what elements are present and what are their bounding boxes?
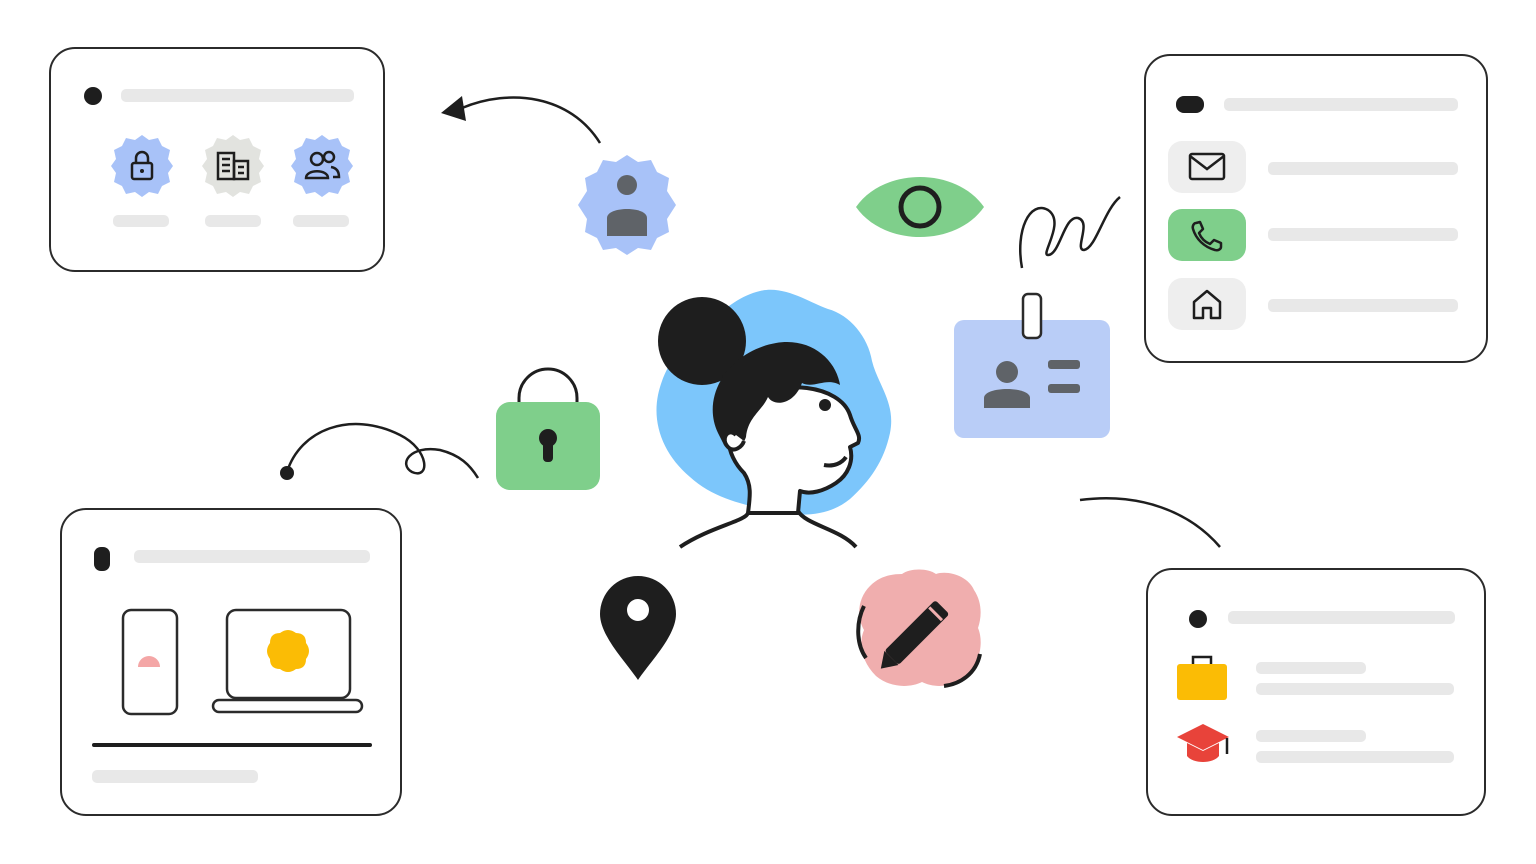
mail-tile (1168, 141, 1246, 193)
id-badge-icon (954, 292, 1110, 438)
person-badge-icon (578, 155, 676, 255)
avatar-shoulders (678, 509, 858, 549)
home-row-bar (1268, 299, 1458, 312)
cap-row-bar-1 (1256, 730, 1366, 742)
laptop-screen-shape (267, 630, 309, 672)
avatar-hair-bun (658, 297, 746, 385)
building-badge-label-bar (205, 215, 261, 227)
people-badge-label-bar (293, 215, 349, 227)
people-badge (291, 135, 353, 197)
card-divider-line (92, 743, 372, 747)
card-header-dot (1189, 610, 1207, 628)
card-footer-bar (92, 770, 258, 783)
card-header-bar (121, 89, 354, 102)
card-header-bar (134, 550, 370, 563)
card-header-pill (94, 547, 110, 571)
home-icon (1192, 289, 1222, 320)
top-right-card (1144, 54, 1488, 363)
phone-row-bar (1268, 228, 1458, 241)
location-pin-icon (600, 576, 676, 680)
phone-tile (1168, 209, 1246, 261)
mail-icon (1188, 152, 1226, 181)
home-tile (1168, 278, 1246, 330)
lock-icon (130, 150, 154, 181)
bottom-left-card (60, 508, 402, 816)
card-header-dot (84, 87, 102, 105)
card-header-bar (1224, 98, 1458, 111)
arc-line-bottom-right (1079, 496, 1221, 548)
card-header-bar (1228, 611, 1455, 624)
loop-line-end-dot (280, 466, 294, 480)
lock-badge (111, 135, 173, 197)
smartphone-icon (121, 608, 179, 716)
phone-icon (1191, 220, 1223, 252)
arrow-curve-top-left (461, 96, 602, 144)
pencil-icon (856, 569, 982, 688)
building-icon (216, 151, 250, 181)
avatar-face (726, 385, 861, 515)
eye-icon (856, 177, 984, 237)
woman-avatar-icon (656, 289, 892, 549)
padlock-icon (496, 367, 600, 490)
briefcase-icon (1177, 655, 1227, 700)
laptop-icon (211, 608, 364, 714)
loop-line-left (285, 422, 480, 479)
lock-badge-label-bar (113, 215, 169, 227)
cap-row-bar-2 (1256, 751, 1454, 763)
briefcase-row-bar-2 (1256, 683, 1454, 695)
bottom-right-card (1146, 568, 1486, 816)
squiggle-line-top-right (1019, 196, 1121, 269)
people-icon (304, 150, 341, 180)
building-badge (202, 135, 264, 197)
avatar-eye (819, 399, 831, 411)
avatar-hair (712, 342, 840, 451)
graduation-cap-icon (1177, 724, 1229, 762)
briefcase-row-bar-1 (1256, 662, 1366, 674)
arrowhead-top-left (441, 96, 466, 121)
avatar-smile (823, 455, 848, 468)
top-left-card (49, 47, 385, 272)
card-header-pill (1176, 96, 1204, 113)
mail-row-bar (1268, 162, 1458, 175)
